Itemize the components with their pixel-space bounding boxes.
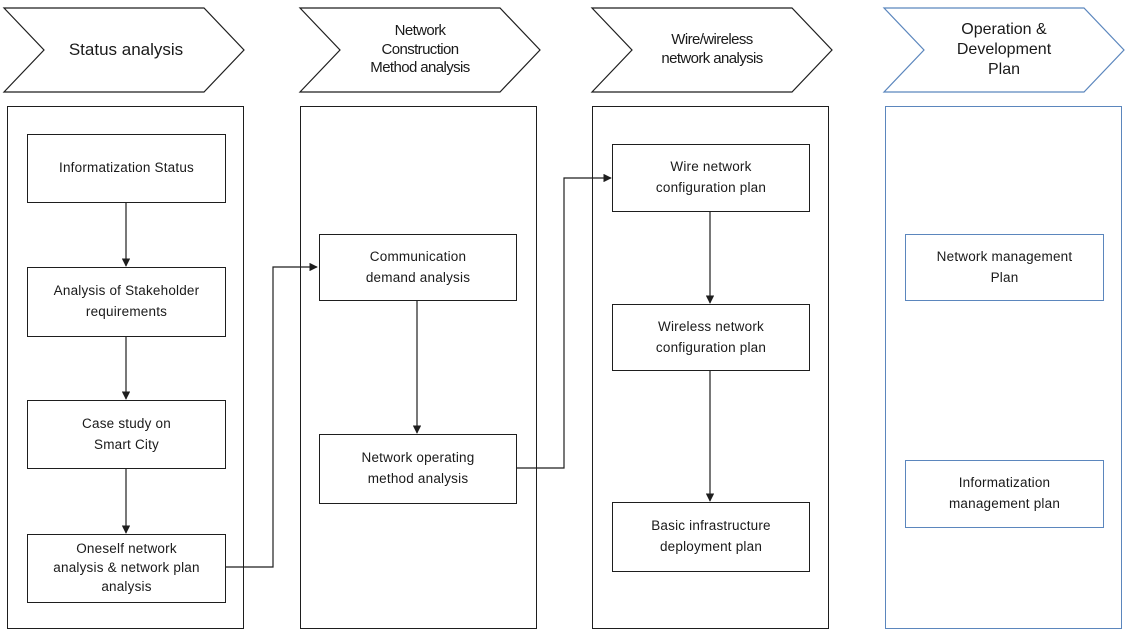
box-line: demand analysis: [365, 269, 471, 285]
stage-chevron-1: [2, 7, 245, 93]
stage-4-line-2: Development: [956, 41, 1052, 58]
box-line: requirements: [85, 304, 168, 319]
box-line: configuration plan: [655, 180, 767, 195]
box-network-operating-method: Network operating method analysis: [319, 434, 517, 504]
box-line: Informatization Status: [59, 160, 194, 176]
stage-chevron-2: [298, 7, 541, 93]
box-line: Network management: [936, 248, 1073, 264]
box-line: configuration plan: [655, 339, 767, 355]
box-line: deployment plan: [659, 539, 763, 554]
box-communication-demand: Communication demand analysis: [319, 234, 517, 301]
stage-label-3: Wire/wireless network analysis: [632, 8, 792, 92]
stage-2-line-2: Construction: [381, 40, 459, 58]
box-line: Wireless network: [658, 318, 764, 334]
box-wireless-network-config: Wireless network configuration plan: [612, 304, 810, 371]
box-case-study: Case study on Smart City: [27, 400, 226, 469]
box-informatization-management-plan: Informatization management plan: [905, 460, 1104, 528]
box-line: analysis & network plan: [53, 560, 200, 576]
box-line: Analysis of Stakeholder: [53, 283, 200, 299]
box-line: method analysis: [367, 471, 469, 486]
connector-c1-c2: [226, 262, 318, 568]
column-status-analysis: [7, 106, 244, 629]
stage-4-line-3: Plan: [987, 61, 1021, 78]
box-line: Wire network: [670, 159, 752, 175]
column-construction-method: [300, 106, 537, 629]
box-line: Network operating: [361, 450, 475, 466]
stage-2-line-3: Method analysis: [370, 59, 470, 77]
box-informatization-status: Informatization Status: [27, 134, 226, 203]
box-line: Communication: [369, 248, 467, 264]
box-oneself-network-analysis: Oneself network analysis & network plan …: [27, 534, 226, 603]
box-line: analysis: [101, 578, 152, 594]
stage-3-line-1: Wire/wireless: [671, 31, 753, 49]
connector-c2-c3: [517, 173, 612, 469]
box-basic-infrastructure: Basic infrastructure deployment plan: [612, 502, 810, 572]
box-network-management-plan: Network management Plan: [905, 234, 1104, 301]
stage-label-1: Status analysis: [44, 8, 208, 92]
box-line: Plan: [990, 269, 1019, 285]
stage-label-4: Operation & Development Plan: [924, 8, 1084, 92]
box-wire-network-config: Wire network configuration plan: [612, 144, 810, 212]
stage-chevron-4: [882, 7, 1125, 93]
stage-2-line-1: Network: [394, 21, 446, 39]
column-network-analysis: [592, 106, 829, 629]
box-line: Basic infrastructure: [651, 518, 771, 534]
stage-chevron-3: [590, 7, 833, 93]
box-line: Case study on: [82, 415, 171, 431]
stage-1-line-1: Status analysis: [68, 40, 184, 60]
box-line: Informatization: [958, 475, 1051, 491]
stage-label-2: Network Construction Method analysis: [340, 8, 500, 92]
stage-3-line-2: network analysis: [661, 50, 763, 67]
box-stakeholder-requirements: Analysis of Stakeholder requirements: [27, 267, 226, 337]
box-line: Oneself network: [76, 541, 177, 557]
stage-4-line-1: Operation &: [961, 21, 1047, 38]
box-line: management plan: [948, 496, 1061, 511]
box-line: Smart City: [93, 436, 159, 452]
column-operation-plan: [885, 106, 1122, 629]
